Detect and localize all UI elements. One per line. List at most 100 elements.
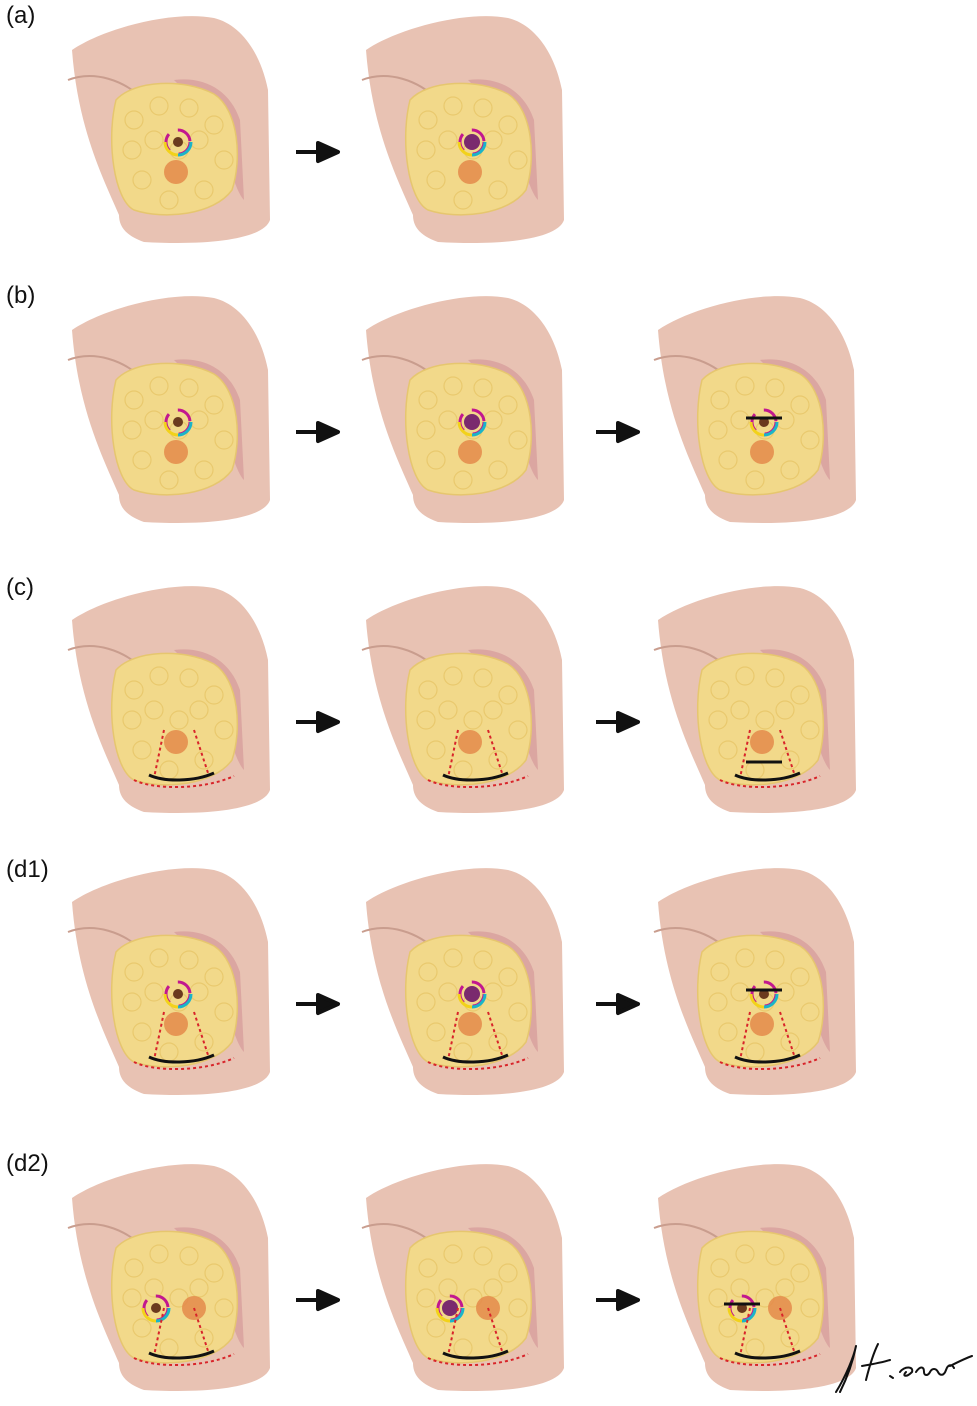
gland-lobule xyxy=(132,1318,152,1338)
incision-yellow xyxy=(727,1307,743,1323)
illustration-panel xyxy=(653,586,856,814)
gland-lobule xyxy=(426,450,446,470)
gland-lobule xyxy=(453,190,473,210)
incision-yellow xyxy=(749,421,765,437)
gland-lobule xyxy=(780,1328,800,1348)
illustration-panel xyxy=(361,16,564,244)
gland-lobule xyxy=(124,962,144,982)
incision-dotted-red xyxy=(427,1353,529,1367)
gland-lobule xyxy=(488,750,508,770)
illustration-panel xyxy=(653,296,856,524)
incision-dotted-red xyxy=(427,1057,529,1071)
gland-lobule xyxy=(488,180,508,200)
gland-lobule xyxy=(416,1288,436,1308)
gland-lobule xyxy=(416,992,436,1012)
tumor xyxy=(151,1303,161,1313)
gland-lobule xyxy=(159,470,179,490)
gland-lobule xyxy=(189,1278,209,1298)
gland-lobule xyxy=(473,950,493,970)
gland-lobule xyxy=(438,700,458,720)
gland-lobule xyxy=(473,98,493,118)
incision-cyan xyxy=(741,1307,757,1323)
gland-lobule xyxy=(775,1278,795,1298)
gland-lobule xyxy=(483,700,503,720)
incision-yellow xyxy=(163,993,179,1009)
signature-drawing xyxy=(835,1343,973,1393)
gland-lobule xyxy=(122,420,142,440)
gland-lobule xyxy=(790,967,810,987)
gland-lobule xyxy=(179,378,199,398)
gland-lobule xyxy=(438,130,458,150)
nipple xyxy=(164,1012,188,1036)
gland-lobule xyxy=(765,378,785,398)
gland-lobule xyxy=(204,967,224,987)
gland-lobule xyxy=(438,410,458,430)
skin-incision-black xyxy=(734,771,801,782)
flap-line-dotted-red xyxy=(153,1011,210,1061)
gland-lobule xyxy=(488,1328,508,1348)
tumor xyxy=(173,417,183,427)
gland-lobule xyxy=(710,680,730,700)
step-arrow-icon xyxy=(596,421,640,443)
gland-lobule xyxy=(204,115,224,135)
incision-cyan xyxy=(177,141,193,157)
gland-lobule xyxy=(149,96,169,116)
gland-lobule xyxy=(443,376,463,396)
gland-lobule xyxy=(418,390,438,410)
incision-dotted-red xyxy=(719,1353,821,1367)
gland-lobule xyxy=(775,700,795,720)
gland-lobule xyxy=(735,666,755,686)
gland-lobule xyxy=(508,430,528,450)
gland-lobule xyxy=(800,1298,820,1318)
gland-lobule xyxy=(498,685,518,705)
incision-cyan xyxy=(449,1307,465,1323)
flap-line-dotted-red xyxy=(153,729,210,779)
skin-incision-black xyxy=(442,1053,509,1064)
incision-cyan xyxy=(471,141,487,157)
breast-gland xyxy=(111,652,239,786)
gland-lobule xyxy=(735,376,755,396)
skin-incision-black xyxy=(734,1053,801,1064)
gland-lobule xyxy=(418,1258,438,1278)
breast-gland xyxy=(697,362,825,496)
gland-lobule xyxy=(438,982,458,1002)
gland-lobule xyxy=(718,1022,738,1042)
illustration-panel xyxy=(67,16,270,244)
incision-cyan xyxy=(177,421,193,437)
illustration-panel xyxy=(653,868,856,1096)
nipple xyxy=(164,440,188,464)
illustration-panel xyxy=(361,586,564,814)
gland-lobule xyxy=(443,96,463,116)
gland-lobule xyxy=(124,390,144,410)
tumor xyxy=(173,137,183,147)
breast-gland xyxy=(405,1230,533,1364)
gland-lobule xyxy=(144,982,164,1002)
skin-incision-black xyxy=(442,771,509,782)
flap-line-dotted-red xyxy=(739,1011,796,1061)
gland-lobule xyxy=(144,410,164,430)
gland-lobule xyxy=(443,666,463,686)
gland-lobule xyxy=(765,950,785,970)
gland-lobule xyxy=(790,685,810,705)
gland-lobule xyxy=(214,720,234,740)
gland-lobule xyxy=(426,170,446,190)
gland-lobule xyxy=(149,376,169,396)
gland-lobule xyxy=(149,1244,169,1264)
illustration-panel xyxy=(67,296,270,524)
incision-dotted-red xyxy=(719,775,821,789)
breast-gland xyxy=(111,934,239,1068)
nipple xyxy=(164,730,188,754)
gland-lobule xyxy=(730,700,750,720)
breast-gland xyxy=(405,652,533,786)
gland-lobule xyxy=(735,948,755,968)
gland-lobule xyxy=(438,1278,458,1298)
tumor xyxy=(173,989,183,999)
gland-lobule xyxy=(765,1246,785,1266)
skin-incision-black xyxy=(148,1053,215,1064)
breast-gland xyxy=(111,82,239,216)
gland-lobule xyxy=(463,710,483,730)
gland-lobule xyxy=(194,180,214,200)
gland-lobule xyxy=(132,1022,152,1042)
gland-lobule xyxy=(204,685,224,705)
step-arrow-icon xyxy=(296,141,340,163)
